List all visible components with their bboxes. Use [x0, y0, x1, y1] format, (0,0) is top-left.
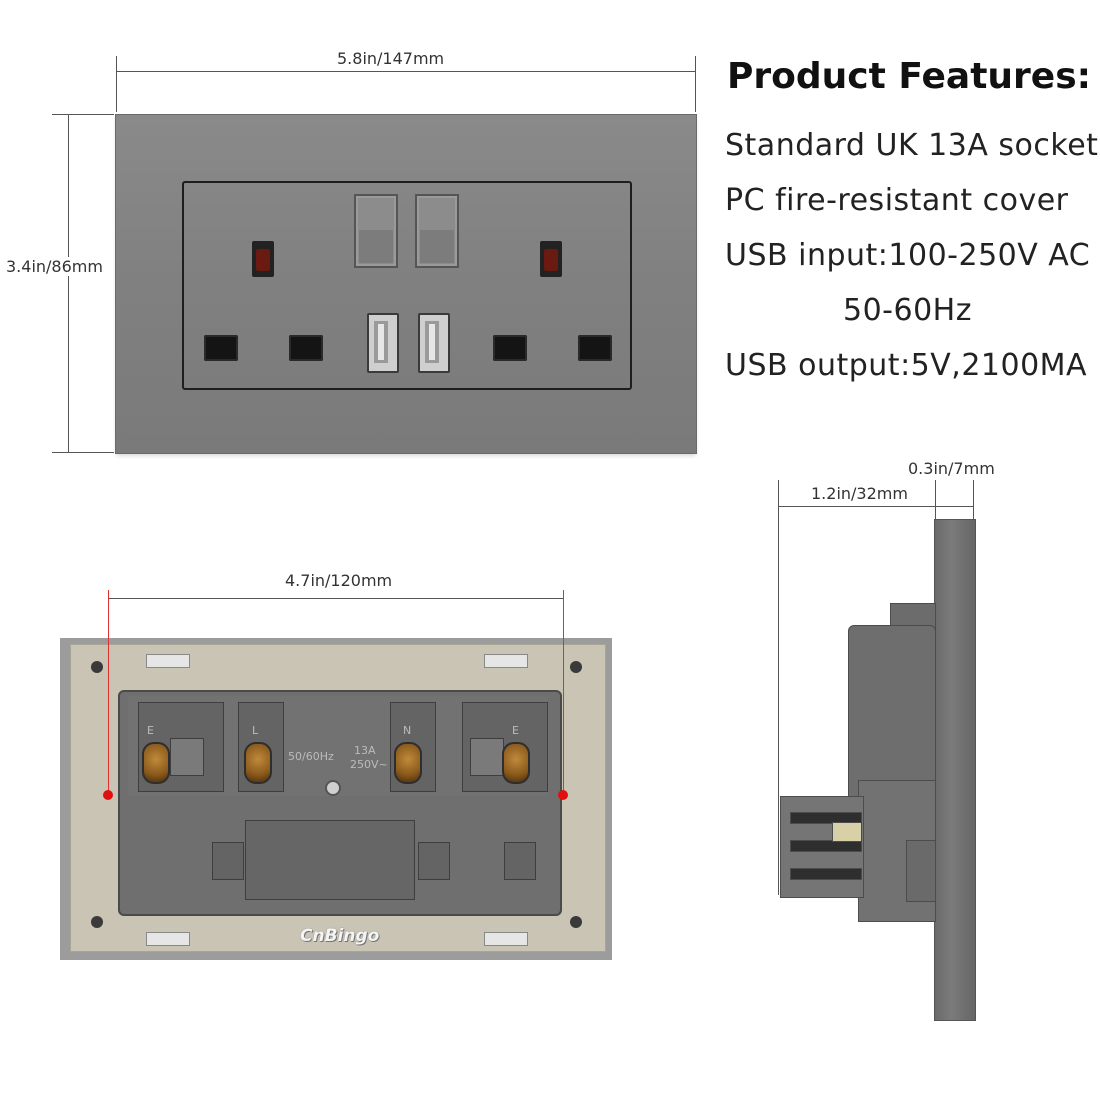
- right-earth-pin-slot: [578, 335, 612, 361]
- width-dim-label: 5.8in/147mm: [337, 49, 445, 68]
- bracket-hole: [570, 661, 582, 673]
- terminal-screw: [502, 742, 530, 784]
- bracket-hole: [91, 916, 103, 928]
- rating-label: 13A: [354, 744, 376, 757]
- right-neutral-pin-slot: [493, 335, 527, 361]
- rating-label: 250V~: [350, 758, 388, 771]
- terminal-screw: [244, 742, 272, 784]
- feature-item: PC fire-resistant cover: [725, 183, 1069, 218]
- height-dim-label: 3.4in/86mm: [4, 257, 105, 276]
- bracket-clip: [146, 932, 190, 946]
- terminal-label-earth-left: E: [147, 724, 154, 737]
- features-title: Product Features:: [727, 56, 1092, 97]
- mount-spacing-line: [108, 598, 563, 599]
- feature-item: USB input:100-250V AC: [725, 238, 1091, 273]
- bracket-clip: [484, 654, 528, 668]
- terminal-label-earth-right: E: [512, 724, 519, 737]
- height-dim-line: [68, 114, 69, 453]
- bracket-clip: [146, 654, 190, 668]
- mount-marker-right: [563, 590, 564, 795]
- depth-dim-tick-left: [778, 480, 779, 895]
- side-view-plate: [934, 519, 976, 1021]
- usb-module-cover: [245, 820, 415, 900]
- depth-dim-tick-right: [973, 480, 974, 520]
- side-view-contact: [832, 822, 862, 842]
- left-neutral-pin-slot: [289, 335, 323, 361]
- lower-clip: [418, 842, 450, 880]
- width-dim-tick-right: [695, 56, 696, 112]
- terminal-screw: [142, 742, 170, 784]
- terminal-label-live: L: [252, 724, 259, 737]
- socket-front-face: [182, 181, 632, 390]
- depth-dim-tick-mid: [935, 480, 936, 520]
- terminal-label-neutral: N: [403, 724, 412, 737]
- rating-label: 50/60Hz: [288, 750, 334, 763]
- brand-logo: CnBingo: [300, 926, 380, 946]
- feature-item: 50-60Hz: [843, 293, 972, 328]
- left-neon-indicator: [252, 241, 274, 277]
- side-view-slot: [790, 868, 862, 880]
- side-view-clip: [906, 840, 936, 902]
- socket-front-plate: [116, 115, 696, 453]
- left-rocker-switch: [354, 194, 398, 268]
- height-dim-tick-bottom: [52, 452, 114, 453]
- bracket-hole: [91, 661, 103, 673]
- mount-hole-marker: [103, 790, 113, 800]
- lower-clip: [504, 842, 536, 880]
- left-earth-pin-slot: [204, 335, 238, 361]
- feature-item: USB output:5V,2100MA: [725, 348, 1088, 383]
- side-view-slot: [790, 840, 862, 852]
- width-dim-line: [116, 71, 696, 72]
- mount-marker-left: [108, 590, 109, 795]
- depth-dim-line: [778, 506, 973, 507]
- feature-item: Standard UK 13A socket: [725, 128, 1099, 163]
- latch-block: [170, 738, 204, 776]
- thickness-dim-label: 0.3in/7mm: [908, 459, 995, 478]
- right-rocker-switch: [415, 194, 459, 268]
- side-view-slot: [790, 812, 862, 824]
- lower-clip: [212, 842, 244, 880]
- height-dim-tick-top: [52, 114, 114, 115]
- usb-port-1: [367, 313, 399, 373]
- bracket-hole: [570, 916, 582, 928]
- width-dim-tick-left: [116, 56, 117, 112]
- latch-block: [470, 738, 504, 776]
- bracket-clip: [484, 932, 528, 946]
- depth-dim-label: 1.2in/32mm: [811, 484, 908, 503]
- mount-spacing-label: 4.7in/120mm: [285, 571, 393, 590]
- center-led: [325, 780, 341, 796]
- mount-hole-marker: [558, 790, 568, 800]
- right-neon-indicator: [540, 241, 562, 277]
- terminal-screw: [394, 742, 422, 784]
- usb-port-2: [418, 313, 450, 373]
